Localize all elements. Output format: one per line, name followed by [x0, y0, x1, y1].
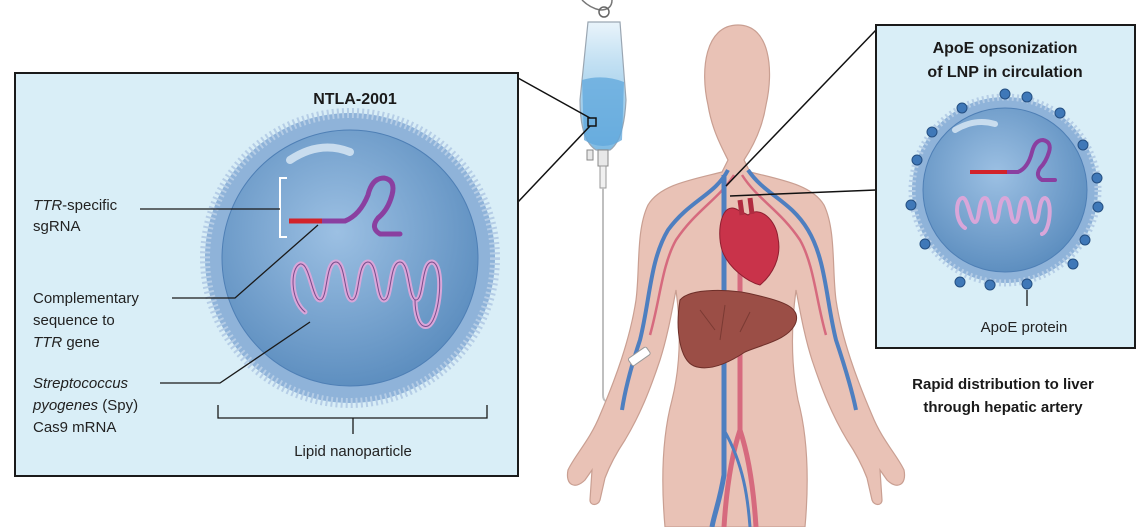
- left-panel: NTLA-2001 TTR-specific sgRNA Complementa…: [14, 72, 519, 477]
- label-comp-line3: TTR gene: [33, 334, 100, 351]
- bag-sample-marker: [587, 117, 597, 127]
- vascular-system: [620, 168, 858, 528]
- caption-line2: through hepatic artery: [923, 399, 1083, 416]
- distribution-caption: Rapid distribution to liver through hepa…: [912, 376, 1094, 416]
- label-sgrna-line2: sgRNA: [33, 218, 81, 235]
- label-comp-line1: Complementary: [33, 290, 139, 307]
- apoe-title-line1: ApoE opsonization: [933, 40, 1078, 57]
- sgrna-strand: [317, 175, 403, 237]
- label-spy-line1: Streptococcus: [33, 375, 129, 392]
- lipid-nanoparticle-large: [200, 108, 500, 408]
- caption-line1: Rapid distribution to liver: [912, 376, 1094, 393]
- apoe-proteins: [905, 88, 1104, 291]
- lipid-nanoparticle-small: [905, 88, 1104, 291]
- callout-lines: [517, 29, 877, 203]
- apoe-title-line2: of LNP in circulation: [927, 64, 1082, 81]
- label-comp-line2: sequence to: [33, 312, 115, 329]
- label-sgrna-line1: TTR-specific: [33, 197, 118, 214]
- iv-cannula: [627, 346, 651, 367]
- heart-organ: [719, 197, 780, 286]
- liver-organ: [677, 289, 798, 369]
- label-spy-line2: pyogenes (Spy): [32, 397, 138, 414]
- label-spy-line3: Cas9 mRNA: [33, 419, 116, 436]
- ntla-title: NTLA-2001: [313, 91, 397, 108]
- right-panel: ApoE opsonization of LNP in circulation: [875, 24, 1136, 349]
- label-lipid-nanoparticle: Lipid nanoparticle: [294, 443, 412, 460]
- label-apoe-protein: ApoE protein: [981, 319, 1068, 336]
